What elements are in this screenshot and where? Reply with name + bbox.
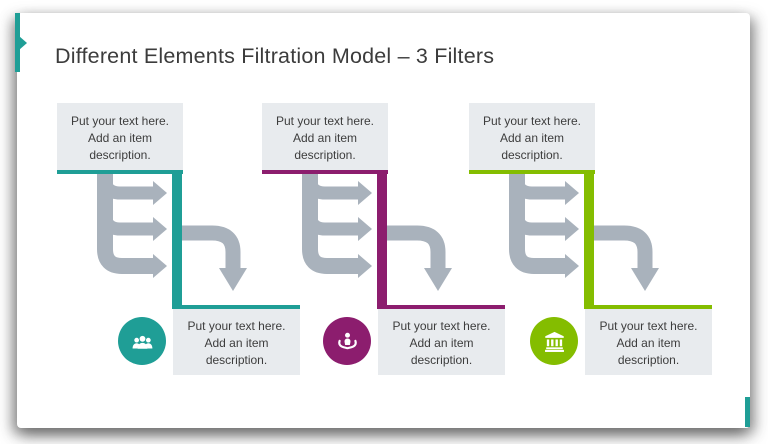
page-title: Different Elements Filtration Model – 3 … [55, 44, 495, 69]
filter-unit-1: Put your text here. Add an item descript… [57, 100, 302, 385]
filter-icon-badge [530, 317, 578, 365]
arrowhead-right-3-icon [358, 254, 372, 278]
arrowhead-right-2-icon [153, 217, 167, 241]
people-group-icon [132, 335, 152, 349]
flow-branch-2 [303, 212, 358, 236]
arrowhead-right-2-icon [358, 217, 372, 241]
arrowhead-down-icon [219, 268, 247, 291]
flow-branch-1 [98, 177, 153, 200]
flow-branch-2 [98, 212, 153, 236]
arrowhead-down-icon [631, 268, 659, 291]
flow-branch-1 [510, 177, 565, 200]
filter-bar [584, 170, 594, 309]
flow-diagram-graphic [469, 170, 712, 309]
care-hands-icon [337, 332, 357, 349]
filter-icon-badge [323, 317, 371, 365]
arrowhead-right-3-icon [153, 254, 167, 278]
top-text-box[interactable]: Put your text here. Add an item descript… [262, 103, 388, 170]
top-text-box[interactable]: Put your text here. Add an item descript… [469, 103, 595, 170]
flow-diagram-graphic [57, 170, 300, 309]
filter-top-line [469, 170, 595, 174]
filter-bottom-line [377, 305, 505, 309]
bottom-text-box[interactable]: Put your text here. Add an item descript… [378, 309, 505, 375]
arrowhead-right-1-icon [565, 181, 579, 205]
flow-trunk [97, 174, 153, 274]
left-accent-arrow-icon [19, 36, 27, 50]
left-accent-bar [15, 13, 20, 72]
filter-unit-3: Put your text here. Add an item descript… [469, 100, 714, 385]
flow-trunk [302, 174, 358, 274]
output-pipe [387, 225, 446, 270]
top-text-box[interactable]: Put your text here. Add an item descript… [57, 103, 183, 170]
flow-branch-2 [510, 212, 565, 236]
filter-icon-badge [118, 317, 166, 365]
filter-bottom-line [172, 305, 300, 309]
slide-canvas: Different Elements Filtration Model – 3 … [15, 13, 750, 428]
filter-top-line [57, 170, 183, 174]
flow-diagram-graphic [262, 170, 505, 309]
filter-top-line [262, 170, 388, 174]
bottom-text-box[interactable]: Put your text here. Add an item descript… [173, 309, 300, 375]
filter-bar [377, 170, 387, 309]
bottom-text-box[interactable]: Put your text here. Add an item descript… [585, 309, 712, 375]
filter-unit-2: Put your text here. Add an item descript… [262, 100, 507, 385]
arrowhead-right-2-icon [565, 217, 579, 241]
arrowhead-down-icon [424, 268, 452, 291]
arrowhead-right-3-icon [565, 254, 579, 278]
flow-branch-1 [303, 177, 358, 200]
right-accent-bar [745, 397, 750, 427]
output-pipe [594, 225, 653, 270]
flow-trunk [509, 174, 565, 274]
filter-bar [172, 170, 182, 309]
filter-bottom-line [584, 305, 712, 309]
arrowhead-right-1-icon [358, 181, 372, 205]
bank-icon [544, 331, 564, 352]
output-pipe [182, 225, 241, 270]
arrowhead-right-1-icon [153, 181, 167, 205]
